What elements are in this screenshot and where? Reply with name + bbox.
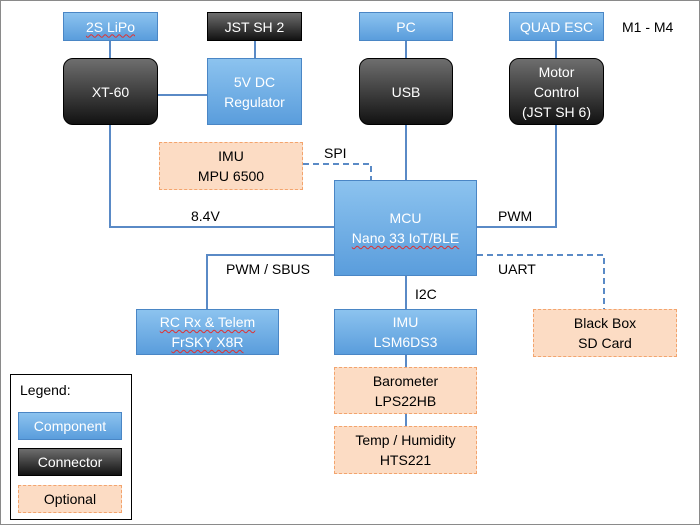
motor-line-2: Control bbox=[533, 83, 580, 100]
legend-optional-swatch: Optional bbox=[18, 485, 122, 513]
blackbox-line-2: SD Card bbox=[578, 335, 632, 351]
legend: Legend: Component Connector Optional bbox=[10, 374, 132, 520]
legend-connector-swatch: Connector bbox=[18, 448, 122, 476]
wire-mcu-rc bbox=[206, 254, 334, 309]
regulator-line-2: Regulator bbox=[224, 93, 285, 110]
quad-esc-label: QUAD ESC bbox=[519, 18, 594, 35]
imu-mpu6500-box: IMU MPU 6500 bbox=[159, 142, 303, 190]
imu-lsm6ds3-box: IMU LSM6DS3 bbox=[334, 309, 477, 355]
mcu-line-1: MCU bbox=[389, 210, 422, 226]
imu-mpu-line-2: MPU 6500 bbox=[197, 168, 265, 184]
legend-component-label: Component bbox=[33, 418, 107, 434]
motor-range-label: M1 - M4 bbox=[622, 19, 674, 35]
lipo-battery-label: 2S LiPo bbox=[85, 18, 136, 35]
xt60-connector-box: XT-60 bbox=[63, 58, 158, 125]
black-box-sd-box: Black Box SD Card bbox=[533, 309, 677, 357]
imu-lsm-line-1: IMU bbox=[392, 314, 419, 330]
rc-line-2: FrSKY X8R bbox=[171, 334, 244, 350]
imu-mpu-line-1: IMU bbox=[218, 148, 244, 164]
quad-esc-box: QUAD ESC bbox=[509, 12, 604, 41]
baro-line-1: Barometer bbox=[372, 372, 439, 389]
barometer-box: Barometer LPS22HB bbox=[334, 367, 477, 414]
usb-connector-box: USB bbox=[359, 58, 453, 125]
pc-box: PC bbox=[359, 12, 453, 41]
wire-imu-mcu-spi bbox=[303, 163, 372, 180]
regulator-line-1: 5V DC bbox=[233, 73, 276, 90]
lipo-battery-box: 2S LiPo bbox=[63, 12, 158, 41]
blackbox-line-1: Black Box bbox=[573, 315, 637, 331]
legend-component-swatch: Component bbox=[18, 412, 122, 440]
wire-xt60-mcu bbox=[109, 125, 334, 228]
pwm-sbus-label: PWM / SBUS bbox=[226, 261, 311, 277]
legend-optional-label: Optional bbox=[43, 491, 97, 507]
legend-title: Legend: bbox=[20, 382, 71, 398]
mcu-box: MCU Nano 33 IoT/BLE bbox=[334, 180, 477, 276]
xt60-label: XT-60 bbox=[91, 83, 130, 100]
pwm-label: PWM bbox=[498, 208, 533, 224]
motor-control-connector-box: Motor Control (JST SH 6) bbox=[509, 58, 604, 125]
voltage-label: 8.4V bbox=[191, 208, 220, 224]
i2c-label: I2C bbox=[415, 286, 437, 302]
spi-label: SPI bbox=[324, 145, 347, 161]
imu-lsm-line-2: LSM6DS3 bbox=[373, 334, 438, 350]
wire-mcu-blackbox-uart bbox=[477, 254, 605, 309]
temp-line-1: Temp / Humidity bbox=[355, 432, 456, 448]
mcu-line-2: Nano 33 IoT/BLE bbox=[351, 230, 460, 246]
uart-label: UART bbox=[498, 261, 536, 277]
jst-sh2-label: JST SH 2 bbox=[224, 18, 285, 35]
jst-sh2-connector-box: JST SH 2 bbox=[207, 12, 302, 41]
rc-receiver-box: RC Rx & Telem FrSKY X8R bbox=[136, 309, 279, 355]
regulator-box: 5V DC Regulator bbox=[207, 58, 302, 125]
wire-motor-mcu bbox=[477, 125, 557, 228]
usb-label: USB bbox=[391, 83, 421, 100]
motor-line-3: (JST SH 6) bbox=[522, 103, 591, 120]
legend-connector-label: Connector bbox=[37, 454, 103, 470]
temp-humidity-box: Temp / Humidity HTS221 bbox=[334, 426, 477, 474]
rc-line-1: RC Rx & Telem bbox=[159, 314, 256, 330]
pc-label: PC bbox=[396, 18, 416, 35]
motor-line-1: Motor bbox=[538, 63, 575, 80]
temp-line-2: HTS221 bbox=[379, 452, 432, 468]
baro-line-2: LPS22HB bbox=[374, 392, 437, 409]
